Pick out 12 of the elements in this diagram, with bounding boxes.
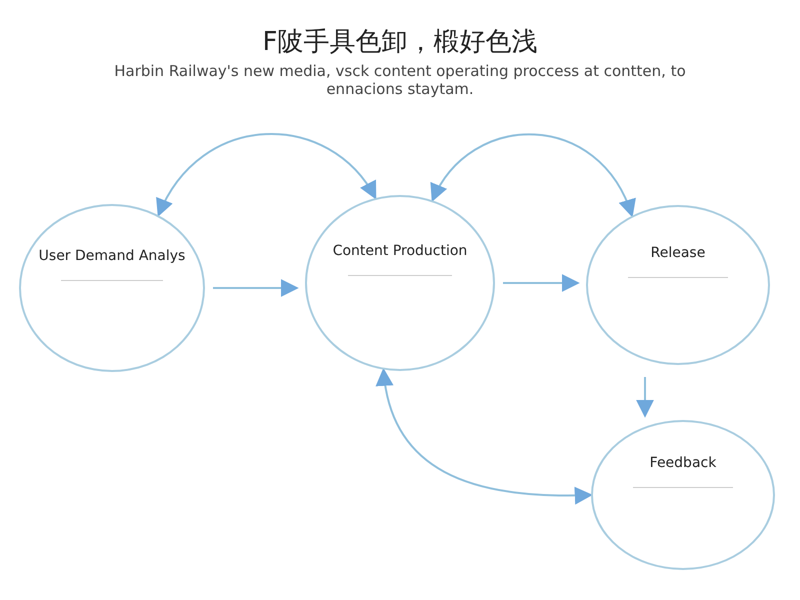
arrow: [213, 279, 299, 297]
title: F陂手具色卸，椴好色浅: [262, 26, 538, 59]
arrow: [636, 377, 654, 418]
stage-title: Release: [650, 245, 706, 261]
arrow: [432, 134, 634, 218]
arrow: [503, 274, 580, 292]
arrow: [158, 133, 376, 217]
stage-title: User Demand Analys: [38, 248, 186, 264]
arrow: [376, 368, 593, 504]
stage-title: Feedback: [648, 455, 718, 471]
caption: Harbin Railway's new media, vsck content operating proccess at contten, to ennacions staytam.: [113, 62, 687, 98]
stage-title: Content Production: [332, 243, 468, 259]
